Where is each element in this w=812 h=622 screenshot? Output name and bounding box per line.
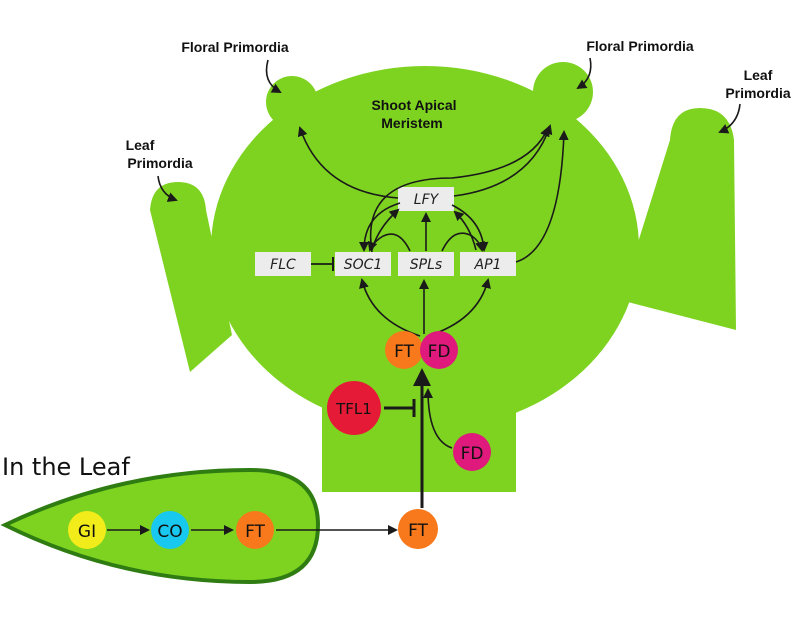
shoot-apical-meristem-label: Shoot Apical <box>371 97 456 113</box>
leaf-right-pointer <box>718 103 741 134</box>
soc1-to-floral-right-arrow <box>369 126 550 253</box>
floral-primordia-left-label: Floral Primordia <box>181 39 289 55</box>
co-node: CO <box>151 511 189 549</box>
ft-leaf-node: FT <box>236 511 274 549</box>
fd-shoot-label: FD <box>428 342 451 362</box>
shoot-apex <box>150 62 736 492</box>
floral-primordium-left <box>266 76 318 128</box>
fd-lower-node: FD <box>453 433 491 471</box>
lfy-to-floral-left-arrow <box>297 126 399 199</box>
fd-shoot-node: FD <box>420 331 458 369</box>
ft-shoot-node: FT <box>385 331 423 369</box>
gene-box-spls: SPLs <box>398 252 454 276</box>
leaf-primordium-left <box>150 182 232 372</box>
lfy-to-floral-right-arrow <box>453 124 553 197</box>
shoot-apical-meristem-label-2: Meristem <box>381 115 442 131</box>
co-label: CO <box>157 522 182 542</box>
gene-ap1-label: AP1 <box>474 257 502 273</box>
floral-left-pointer <box>265 59 282 93</box>
leaf-primordia-left-label-2: Primordia <box>127 155 193 171</box>
floral-primordium-right <box>533 62 593 122</box>
gene-spls-label: SPLs <box>410 257 442 273</box>
gene-box-ap1: AP1 <box>460 252 516 276</box>
gene-lfy-label: LFY <box>414 192 440 208</box>
ap1-to-lfy-arrow <box>453 210 477 251</box>
leaf-primordia-right-label-2: Primordia <box>725 85 791 101</box>
ft-transport-label: FT <box>408 521 428 541</box>
leaf-left-pointer <box>157 175 178 202</box>
spls-ap1-arrow <box>441 232 485 252</box>
ft-shoot-label: FT <box>394 342 414 362</box>
fd-lower-label: FD <box>461 444 484 464</box>
leaf-primordia-right-label: Leaf <box>744 67 773 83</box>
shoot-apical-meristem <box>211 66 639 430</box>
gi-node: GI <box>68 511 106 549</box>
fd-to-ft-arrow <box>423 388 453 449</box>
leaf-primordium-right <box>620 108 736 330</box>
gene-flc-label: FLC <box>270 257 296 273</box>
gi-label: GI <box>78 522 96 542</box>
gene-box-flc: FLC <box>255 252 311 276</box>
ap1-to-floral-right-arrow <box>515 130 569 263</box>
tfl1-node: TFL1 <box>327 381 381 435</box>
floral-primordia-right-label: Floral Primordia <box>586 38 694 54</box>
ft-leaf-label: FT <box>245 522 265 542</box>
ft-transport-node: FT <box>398 509 438 549</box>
gene-box-lfy: LFY <box>398 187 454 211</box>
leaf-primordia-left-label: Leaf <box>126 137 155 153</box>
gene-soc1-label: SOC1 <box>344 257 383 273</box>
floral-right-pointer <box>576 57 592 90</box>
gene-box-soc1: SOC1 <box>335 252 391 276</box>
tfl1-label: TFL1 <box>335 400 372 418</box>
in-the-leaf-label: In the Leaf <box>2 453 130 481</box>
